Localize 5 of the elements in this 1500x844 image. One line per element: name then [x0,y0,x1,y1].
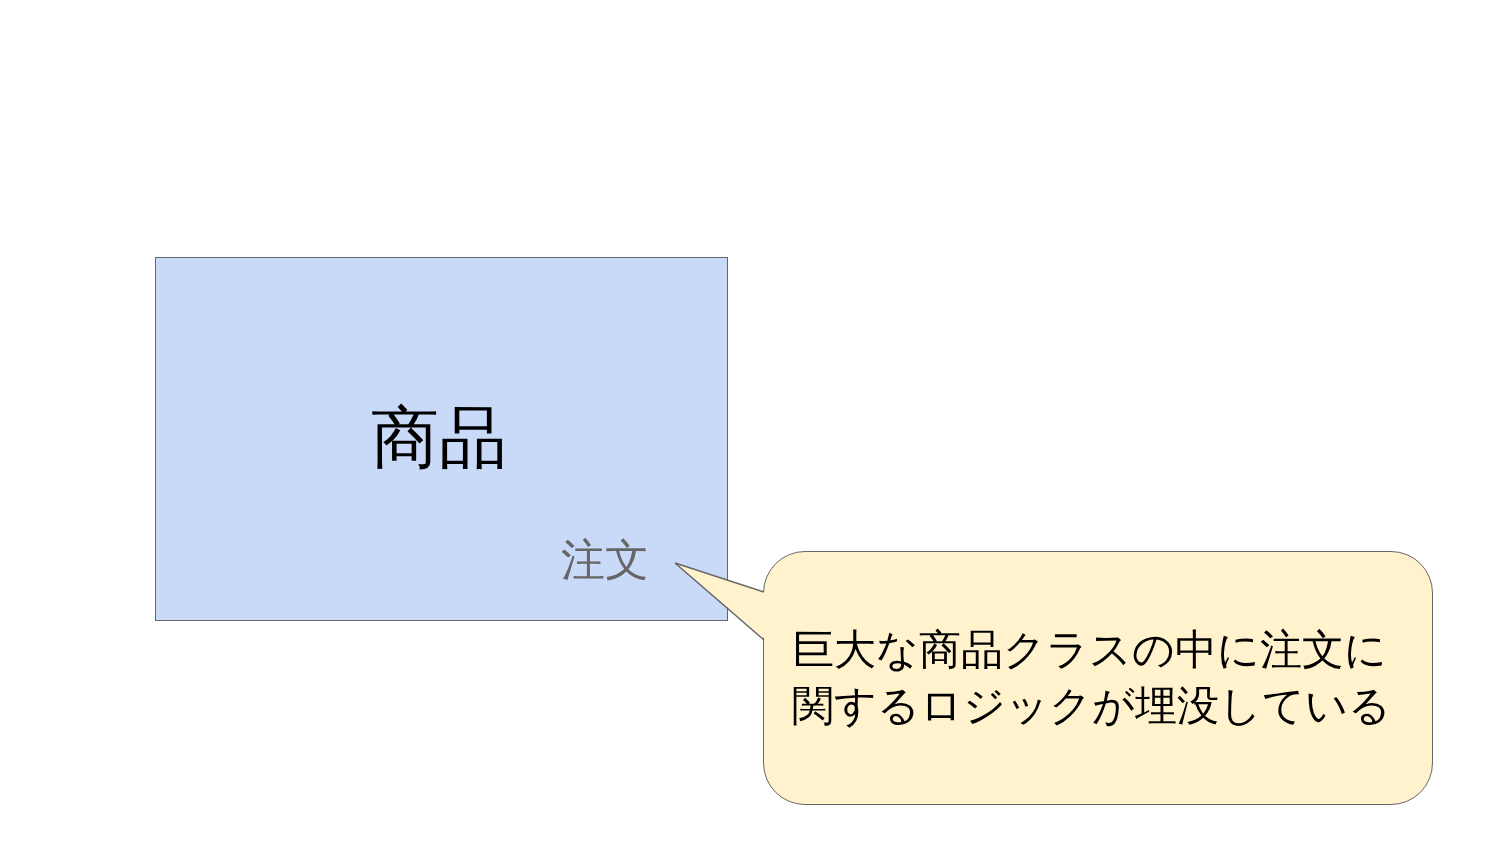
class-name: 商品 [371,397,507,479]
callout-text: 巨大な商品クラスの中に注文に関するロジックが埋没している [792,624,1392,732]
class-box [155,257,728,621]
inner-label: 注文 [561,531,677,587]
speech-bubble [763,551,1433,805]
